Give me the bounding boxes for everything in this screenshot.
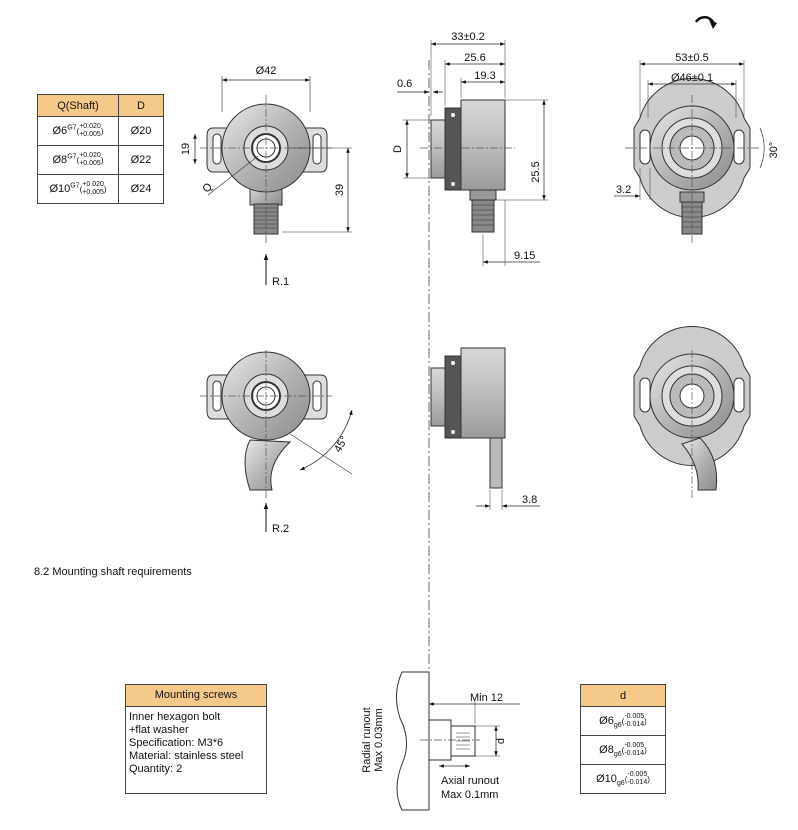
mounting-screws-header: Mounting screws	[126, 685, 266, 707]
shaft-dia: Ø6	[52, 124, 68, 137]
table-row: Ø6G7(+0.020+0.005) Ø20	[37, 116, 164, 146]
front-view-encoder	[200, 95, 332, 245]
tol-upper: +0.020	[79, 123, 101, 130]
bend-angle: 45°	[332, 434, 351, 454]
rear-view-bent-cable	[633, 326, 751, 500]
side-d-label: D	[392, 145, 404, 153]
front-h39-label: 39	[334, 184, 346, 196]
side-gap: 0.6	[397, 78, 412, 90]
list-item: +flat washer	[129, 724, 189, 736]
r1-label: R.1	[272, 276, 289, 288]
front-h19-label: 19	[180, 143, 192, 155]
housing-dia: Ø24	[118, 174, 164, 204]
side-view-bent-cable	[430, 347, 506, 489]
side-len-a: 25.6	[464, 52, 485, 64]
tol-lower: +0.005	[82, 189, 104, 196]
list-item: Quantity: 2	[129, 763, 183, 775]
shaft-fit: G7	[70, 182, 80, 190]
shaft-dia: Ø10	[49, 182, 71, 195]
tol-upper: -0.005	[624, 741, 645, 749]
r2-label: R.2	[272, 523, 289, 535]
shaft-dia: Ø6	[599, 714, 614, 727]
tol-lower: +0.005	[79, 160, 101, 167]
shaft-fit: g6	[616, 780, 625, 788]
d-table-header: d	[580, 684, 666, 707]
housing-dia: Ø20	[118, 116, 164, 146]
shaft-d-label: d	[495, 738, 507, 744]
shaft-dia: Ø8	[52, 153, 68, 166]
table-row: Ø6g6(-0.005-0.014)	[580, 706, 666, 736]
tol-upper: -0.005	[624, 712, 645, 720]
shaft-min-label: Min 12	[470, 692, 503, 704]
tol-upper: +0.020	[79, 152, 101, 159]
shaft-table-header-d: D	[118, 94, 164, 117]
rear-pcd: Ø46±0.1	[671, 72, 713, 84]
side-len-b: 19.3	[474, 70, 495, 82]
mounting-screws-box: Mounting screws Inner hexagon bolt +flat…	[125, 684, 267, 794]
table-row: Ø10g6(-0.005-0.014)	[580, 764, 666, 794]
radial-runout-value: Max 0.03mm	[373, 708, 385, 772]
front-dia-label: Ø42	[256, 65, 277, 77]
table-row: Ø8g6(-0.005-0.014)	[580, 735, 666, 765]
tol-upper: -0.005	[627, 770, 648, 778]
shaft-table-header-q: Q(Shaft)	[37, 94, 119, 117]
shaft-d-table: d Ø6g6(-0.005-0.014) Ø8g6(-0.005-0.014) …	[580, 684, 666, 794]
mounting-shaft-drawing	[396, 671, 480, 811]
tol-lower: -0.014	[624, 720, 645, 728]
shaft-dia: Ø10	[596, 772, 617, 785]
side-view-encoder	[420, 99, 515, 233]
front-q-label: Q	[200, 181, 215, 196]
shaft-fit: G7	[67, 153, 77, 161]
shaft-size-table: Q(Shaft) D Ø6G7(+0.020+0.005) Ø20 Ø8G7(+…	[37, 94, 164, 204]
side-height: 25.5	[530, 161, 542, 182]
rear-angle: 30°	[768, 142, 780, 159]
shaft-fit: g6	[613, 722, 622, 730]
axial-runout-label: Axial runout	[441, 775, 499, 787]
shaft-fit: G7	[67, 124, 77, 132]
rear-width: 53±0.5	[675, 52, 709, 64]
list-item: Inner hexagon bolt	[129, 711, 221, 723]
tol-lower: -0.014	[624, 749, 645, 757]
side-len-total: 33±0.2	[451, 31, 485, 43]
axial-runout-value: Max 0.1mm	[441, 789, 498, 801]
section-title: 8.2 Mounting shaft requirements	[34, 566, 192, 578]
table-row: Ø8G7(+0.020+0.005) Ø22	[37, 145, 164, 175]
list-item: Material: stainless steel	[129, 750, 244, 762]
tol-lower: -0.014	[627, 778, 648, 786]
side-conn: 9.15	[514, 250, 535, 262]
tol-upper: +0.020	[82, 181, 104, 188]
rear-offset: 3.2	[616, 184, 631, 196]
list-item: Specification: M3*6	[129, 737, 224, 749]
shaft-fit: g6	[613, 751, 622, 759]
tol-lower: +0.005	[79, 131, 101, 138]
radial-runout-label: Radial runout	[361, 707, 373, 772]
shaft-dia: Ø8	[599, 743, 614, 756]
table-row: Ø10G7(+0.020+0.005) Ø24	[37, 174, 164, 204]
side-conn2: 3.8	[522, 494, 537, 506]
rear-view-encoder	[625, 78, 760, 245]
front-view-bent-cable	[200, 350, 332, 500]
